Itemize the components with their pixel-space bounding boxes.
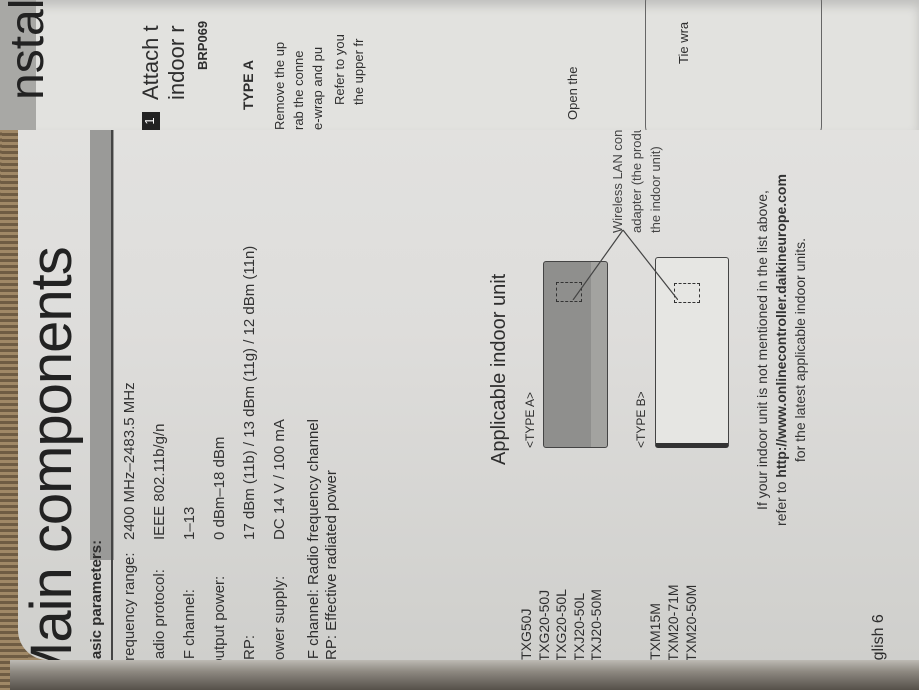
param-value: 17 dBm (11b) / 13 dBm (11g) / 12 dBm (11… — [241, 245, 258, 540]
left-page: Main components Basic parameters: Freque… — [18, 0, 919, 660]
page-edges — [10, 660, 919, 690]
text-line: the upper fr — [351, 38, 366, 106]
param-value: 0 dBm–18 dBm — [211, 436, 228, 540]
model: FTXG20-50L — [553, 589, 569, 660]
page-number: English 6 — [870, 614, 887, 660]
url-link[interactable]: http://www.onlinecontroller.daikineurope… — [773, 174, 789, 478]
type-a-models: CTXG50J FTXG20-50J FTXG20-50L FTXJ20-50L… — [518, 589, 606, 660]
basic-parameters-heading: Basic parameters: — [88, 539, 105, 660]
page-title: Main components — [19, 247, 84, 660]
tie-label: Tie wra — [676, 21, 691, 64]
param-value: 2400 MHz–2483.5 MHz — [121, 382, 138, 540]
right-page: nstall 1 Attach t indoor r BRP069 TYPE A… — [0, 0, 919, 130]
footnote-text: refer to — [773, 477, 789, 526]
param-label: Radio protocol: — [151, 569, 168, 660]
step-line: indoor r — [164, 25, 189, 100]
type-a-label: <TYPE A> — [523, 391, 537, 448]
model: FTXG20-50J — [535, 589, 552, 660]
divider — [111, 110, 113, 660]
param-label: Frequency range: — [121, 552, 138, 660]
type-b-label: <TYPE B> — [634, 391, 648, 448]
applicable-heading: Applicable indoor unit — [488, 273, 510, 465]
param-label: Power supply: — [271, 575, 288, 660]
open-label: Open the — [565, 66, 580, 121]
footnote-line: refer to http://www.onlinecontroller.dai… — [772, 150, 791, 550]
type-b-models: CTXM15M FTXM20-71M ATXM20-50M — [646, 584, 700, 660]
callout-lines — [572, 229, 678, 300]
step-text: Attach t indoor r — [138, 25, 190, 100]
param-label: RF channel: — [181, 589, 198, 660]
footnote-line: If your indoor unit is not mentioned in … — [754, 190, 770, 510]
model: CTXG50J — [518, 608, 534, 660]
text-line: rab the conne — [291, 50, 306, 130]
note: RF channel: Radio frequency channel — [305, 419, 322, 660]
bullet-model: BRP069 — [195, 20, 210, 70]
step-line: Attach t — [138, 25, 163, 100]
model: CTXM15M — [647, 603, 663, 660]
text-line: Refer to you — [332, 34, 347, 105]
tie-wrap-illustration: Tie wra — [645, 0, 822, 130]
step-number: 1 — [142, 112, 160, 130]
note: ERP: Effective radiated power — [323, 470, 340, 660]
model: FTXJ20-50L — [570, 592, 587, 660]
model: ATXM20-50M — [683, 584, 699, 660]
refer-text: Refer to you the upper fr — [330, 34, 368, 105]
text-line: Remove the up — [272, 41, 287, 130]
type-heading: TYPE A — [240, 59, 256, 110]
footnote-line: for the latest applicable indoor units. — [792, 237, 808, 463]
param-value: IEEE 802.11b/g/n — [151, 423, 168, 540]
footnote: If your indoor unit is not mentioned in … — [753, 150, 810, 550]
model: FTXJ20-50M — [588, 589, 604, 660]
param-value: DC 14 V / 100 mA — [271, 419, 288, 540]
right-page-title: nstall — [1, 0, 54, 100]
param-label: ERP: — [241, 634, 258, 660]
param-value: 1–13 — [181, 506, 198, 540]
model: FTXM20-71M — [665, 584, 681, 660]
type-text: Remove the up rab the conne e-wrap and p… — [270, 42, 327, 130]
param-label: Output power: — [211, 575, 228, 660]
text-line: e-wrap and pu — [310, 46, 325, 130]
